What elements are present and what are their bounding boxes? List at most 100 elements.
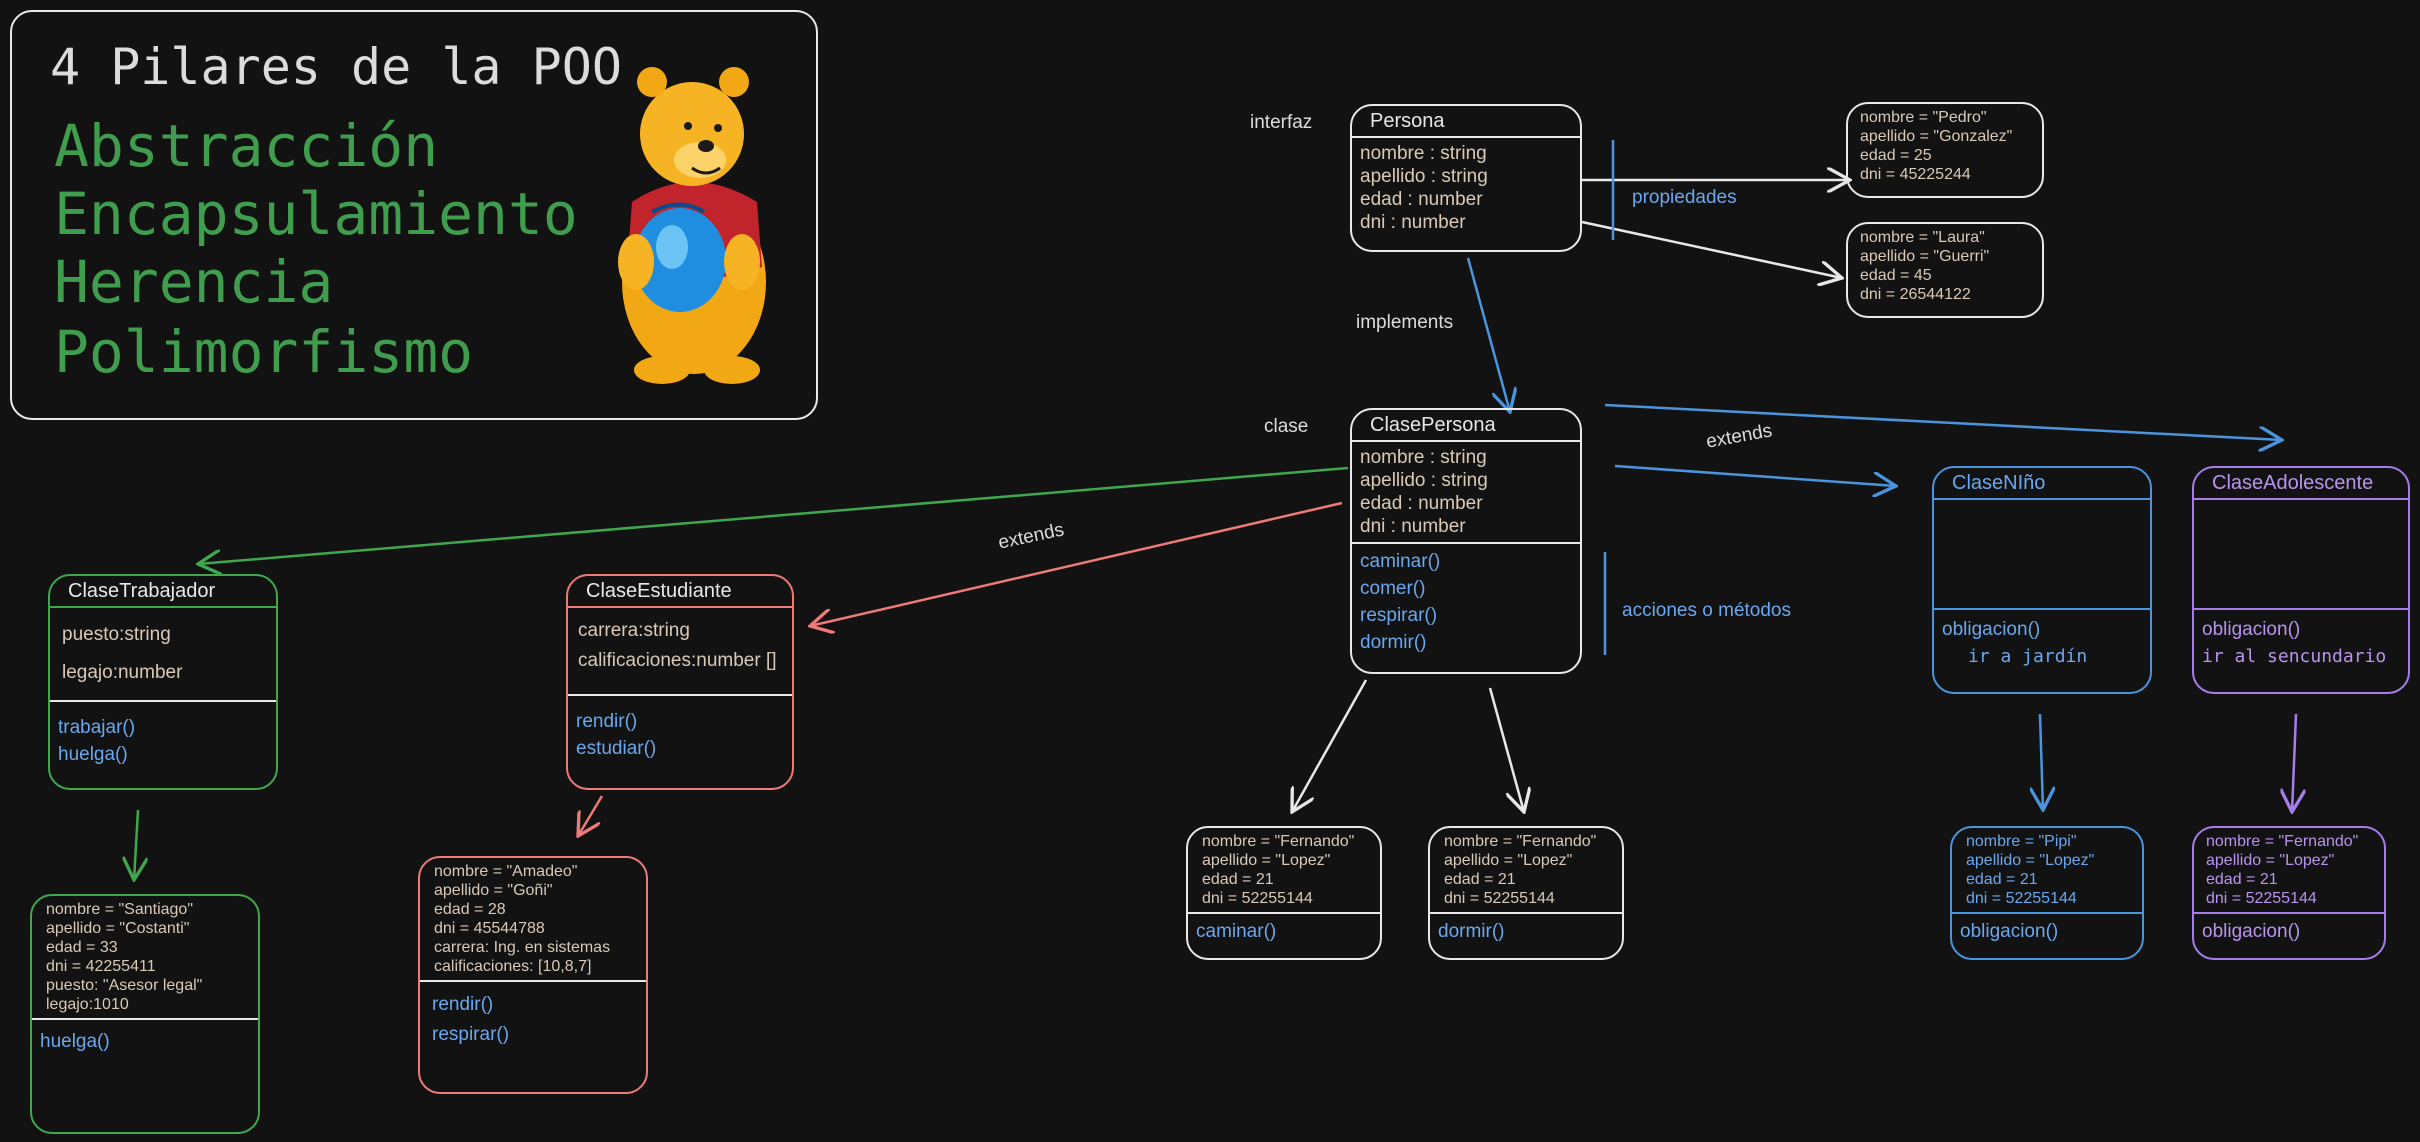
- instance-line: legajo:1010: [46, 996, 129, 1013]
- clase-trabajador-box: ClaseTrabajador puesto:string legajo:num…: [48, 574, 278, 790]
- instance-line: apellido = "Guerri": [1860, 248, 1990, 265]
- instance-line: apellido = "Lopez": [1202, 852, 1331, 869]
- label-implements: implements: [1356, 312, 1454, 333]
- arrow-to-santiago: [134, 809, 138, 880]
- instance-line: edad = 21: [1966, 871, 2038, 888]
- arrow-to-fernando2: [1488, 687, 1524, 812]
- title-heading: 4 Pilares de la POO: [50, 38, 622, 96]
- trabajador-method: trabajar(): [58, 717, 136, 738]
- instance-line: edad = 21: [2206, 871, 2278, 888]
- instance-fernando-adolescente: nombre = "Fernando" apellido = "Lopez" e…: [2192, 826, 2386, 960]
- instance-line: edad = 45: [1860, 267, 1932, 284]
- instance-line: dni = 45225244: [1860, 166, 1971, 183]
- persona-title: Persona: [1370, 110, 1445, 132]
- trabajador-prop: legajo:number: [62, 662, 183, 683]
- label-propiedades: propiedades: [1632, 187, 1737, 208]
- instance-line: calificaciones: [10,8,7]: [434, 958, 592, 975]
- instance-line: nombre = "Amadeo": [434, 863, 578, 880]
- instance-line: nombre = "Fernando": [1444, 833, 1597, 850]
- instance-line: dni = 52255144: [1966, 890, 2077, 907]
- instance-line: nombre = "Pedro": [1860, 109, 1987, 126]
- clase-persona-method: dormir(): [1360, 632, 1427, 653]
- clase-nino-box: ClaseNIño obligacion() ir a jardín: [1932, 466, 2152, 694]
- instance-line: edad = 25: [1860, 147, 1932, 164]
- instance-line: dni = 52255144: [1444, 890, 1555, 907]
- arrow-persona-to-laura: [1581, 220, 1842, 278]
- persona-interface-box: Persona nombre : string apellido : strin…: [1350, 104, 1582, 252]
- adolescente-code: ir al sencundario: [2202, 646, 2387, 667]
- instance-line: apellido = "Gonzalez": [1860, 128, 2013, 145]
- persona-prop: apellido : string: [1360, 166, 1488, 187]
- clase-nino-title: ClaseNIño: [1952, 472, 2046, 494]
- trabajador-prop: puesto:string: [62, 624, 171, 645]
- santiago-method: huelga(): [40, 1031, 110, 1052]
- instance-fernando-dormir: nombre = "Fernando" apellido = "Lopez" e…: [1428, 826, 1624, 960]
- arrow-to-fernando1: [1292, 679, 1368, 812]
- label-clase: clase: [1264, 416, 1309, 437]
- persona-prop: nombre : string: [1360, 143, 1487, 164]
- pipi-method: obligacion(): [1960, 921, 2059, 942]
- arrow-to-pipi: [2040, 713, 2043, 810]
- clase-persona-method: caminar(): [1360, 551, 1441, 572]
- estudiante-prop: carrera:string: [578, 620, 690, 641]
- instance-line: edad = 21: [1444, 871, 1516, 888]
- amadeo-method: rendir(): [432, 994, 494, 1015]
- label-interfaz: interfaz: [1250, 112, 1313, 133]
- clase-persona-prop: nombre : string: [1360, 447, 1487, 468]
- clase-estudiante-box: ClaseEstudiante carrera:string calificac…: [566, 574, 794, 790]
- fernando2-method: dormir(): [1438, 921, 1505, 942]
- bear-illustration: [618, 67, 766, 384]
- amadeo-method: respirar(): [432, 1024, 510, 1045]
- clase-adolescente-title: ClaseAdolescente: [2212, 472, 2374, 494]
- clase-persona-method: comer(): [1360, 578, 1426, 599]
- arrow-extends-adolescente: [1604, 403, 2282, 440]
- instance-line: apellido = "Lopez": [1444, 852, 1573, 869]
- estudiante-method: estudiar(): [576, 738, 657, 759]
- instance-pedro: nombre = "Pedro" apellido = "Gonzalez" e…: [1846, 102, 2044, 198]
- pillar-polimorfismo: Polimorfismo: [54, 318, 474, 386]
- fernando3-method: obligacion(): [2202, 921, 2301, 942]
- instance-line: dni = 52255144: [2206, 890, 2317, 907]
- instance-line: apellido = "Costanti": [46, 920, 190, 937]
- fernando1-method: caminar(): [1196, 921, 1277, 942]
- clase-persona-prop: dni : number: [1360, 516, 1466, 537]
- title-card: 4 Pilares de la POO Abstracción Encapsul…: [10, 10, 818, 420]
- nino-method: obligacion(): [1942, 619, 2041, 640]
- instance-line: nombre = "Laura": [1860, 229, 1985, 246]
- pillar-abstraccion: Abstracción: [54, 112, 439, 180]
- pillar-herencia: Herencia: [54, 248, 334, 316]
- instance-line: edad = 28: [434, 901, 506, 918]
- instance-line: dni = 52255144: [1202, 890, 1313, 907]
- clase-persona-box: ClasePersona nombre : string apellido : …: [1350, 408, 1582, 674]
- clase-adolescente-box: ClaseAdolescente obligacion() ir al senc…: [2192, 466, 2410, 694]
- persona-prop: dni : number: [1360, 212, 1466, 233]
- instance-pipi: nombre = "Pipi" apellido = "Lopez" edad …: [1950, 826, 2144, 960]
- arrow-extends-trabajador: [198, 466, 1349, 564]
- instance-santiago: nombre = "Santiago" apellido = "Costanti…: [30, 894, 260, 1134]
- label-acciones: acciones o métodos: [1622, 600, 1791, 621]
- instance-line: nombre = "Fernando": [1202, 833, 1355, 850]
- instance-line: edad = 21: [1202, 871, 1274, 888]
- arrow-extends-estudiante: [810, 501, 1343, 626]
- arrow-to-amadeo: [578, 795, 604, 836]
- instance-line: nombre = "Fernando": [2206, 833, 2359, 850]
- persona-prop: edad : number: [1360, 189, 1483, 210]
- estudiante-prop: calificaciones:number []: [578, 650, 777, 671]
- instance-line: dni = 45544788: [434, 920, 545, 937]
- instance-amadeo: nombre = "Amadeo" apellido = "Goñi" edad…: [418, 856, 648, 1094]
- clase-persona-method: respirar(): [1360, 605, 1438, 626]
- arrow-implements: [1466, 257, 1510, 412]
- clase-persona-prop: edad : number: [1360, 493, 1483, 514]
- instance-line: puesto: "Asesor legal": [46, 977, 203, 994]
- instance-line: carrera: Ing. en sistemas: [434, 939, 611, 956]
- instance-line: apellido = "Lopez": [2206, 852, 2335, 869]
- nino-code: ir a jardín: [1968, 646, 2088, 667]
- instance-line: apellido = "Lopez": [1966, 852, 2095, 869]
- pillar-encapsulamiento: Encapsulamiento: [54, 180, 578, 248]
- instance-line: dni = 26544122: [1860, 286, 1971, 303]
- instance-fernando-caminar: nombre = "Fernando" apellido = "Lopez" e…: [1186, 826, 1382, 960]
- clase-persona-prop: apellido : string: [1360, 470, 1488, 491]
- trabajador-method: huelga(): [58, 744, 128, 765]
- clase-persona-title: ClasePersona: [1370, 414, 1496, 436]
- clase-estudiante-title: ClaseEstudiante: [586, 580, 732, 602]
